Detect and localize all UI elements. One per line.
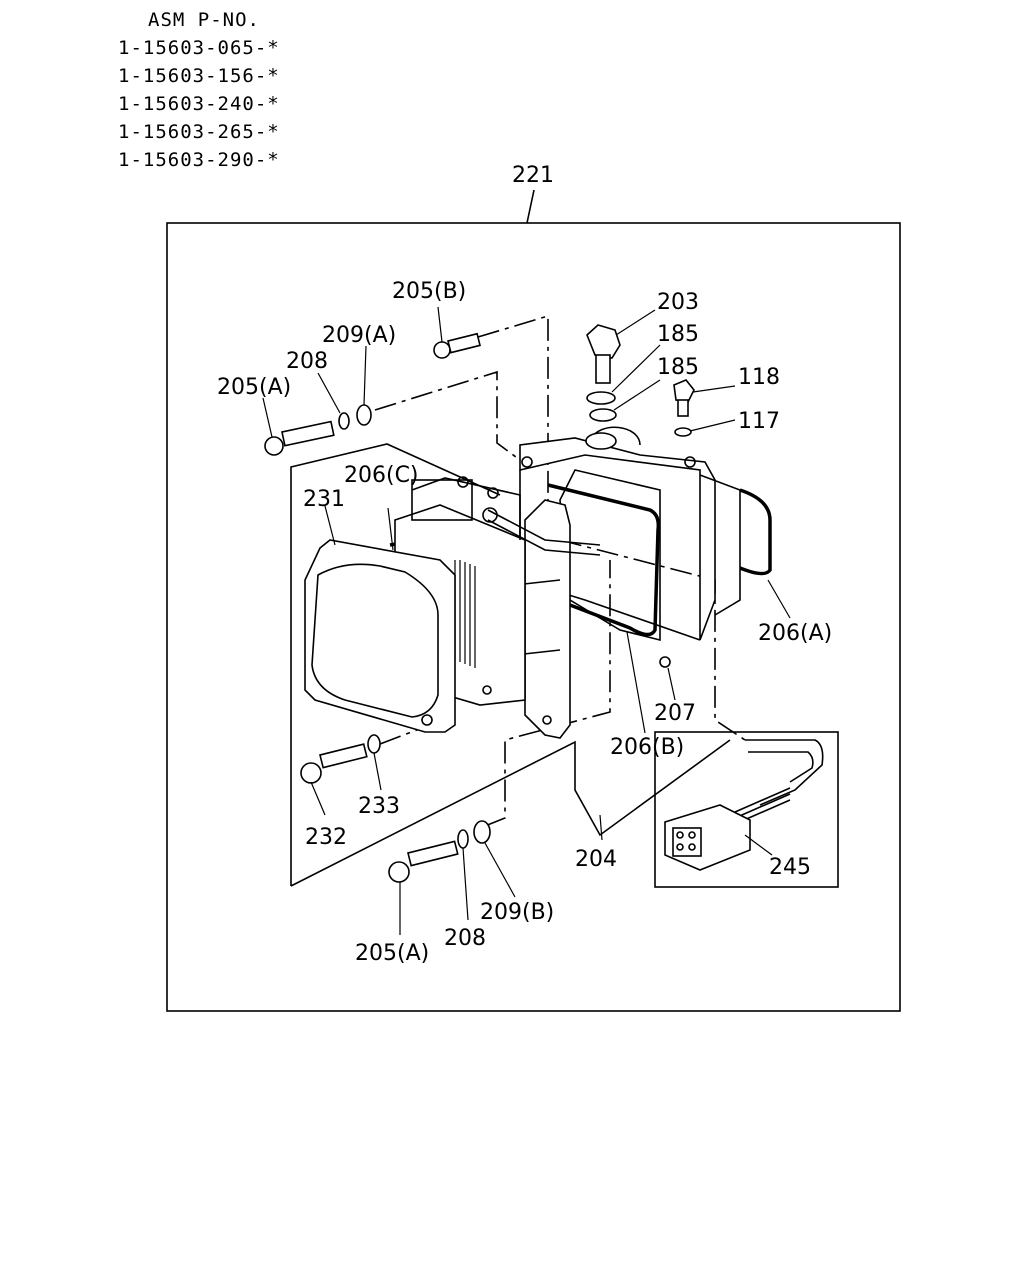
- washer-208-lower: [457, 829, 469, 849]
- part-number-1: 1-15603-065-*: [118, 37, 280, 59]
- connector-inset-frame: [654, 731, 839, 888]
- callout-245: 245: [769, 855, 811, 880]
- bolt-232: [300, 743, 368, 784]
- callout-205a-lower: 205(A): [355, 941, 429, 966]
- part-number-3: 1-15603-240-*: [118, 93, 280, 115]
- bolt-205b: [433, 332, 481, 359]
- middle-plate: [514, 499, 571, 739]
- harness-connector-245: [664, 739, 824, 871]
- callout-206a: 206(A): [758, 621, 832, 646]
- bolt-205a-upper: [264, 420, 335, 456]
- leader-lines: [262, 306, 791, 935]
- callout-233: 233: [358, 794, 400, 819]
- callout-208-upper: 208: [286, 349, 328, 374]
- callout-209b: 209(B): [480, 900, 554, 925]
- washer-209a: [356, 404, 372, 426]
- callout-231: 231: [303, 487, 345, 512]
- callout-203: 203: [657, 290, 699, 315]
- callout-209a: 209(A): [322, 323, 396, 348]
- bolt-205a-lower: [388, 840, 459, 883]
- washer-117: [674, 427, 692, 437]
- banjo-bolt-203: [585, 324, 621, 450]
- gasket-206b: [547, 483, 661, 637]
- callout-204: 204: [575, 847, 617, 872]
- gasket-206a: [739, 488, 772, 576]
- callout-208-lower: 208: [444, 926, 486, 951]
- callout-205b: 205(B): [392, 279, 466, 304]
- washer-233: [367, 734, 381, 754]
- callout-118: 118: [738, 365, 780, 390]
- part-number-2: 1-15603-156-*: [118, 65, 280, 87]
- cover-231: [304, 539, 456, 733]
- screw-118: [673, 379, 695, 437]
- washer-209b: [473, 820, 491, 844]
- callout-206b: 206(B): [610, 735, 684, 760]
- part-number-5: 1-15603-290-*: [118, 149, 280, 171]
- centerline-209a: [374, 370, 521, 461]
- callout-205a-upper: 205(A): [217, 375, 291, 400]
- washer-185-lower: [589, 408, 617, 422]
- leader-221: [526, 189, 535, 224]
- centerline-205b: [477, 314, 549, 500]
- asm-title: ASM P-NO.: [148, 9, 260, 31]
- callout-117: 117: [738, 409, 780, 434]
- callout-206c: 206(C): [344, 463, 419, 488]
- callout-232: 232: [305, 825, 347, 850]
- washer-185-upper: [586, 391, 616, 405]
- callout-221: 221: [512, 163, 554, 188]
- washer-208-upper: [338, 412, 350, 430]
- subassembly-frame: [290, 443, 501, 886]
- centerline-harness: [559, 539, 746, 741]
- centerline-209b: [484, 560, 611, 827]
- subassembly-frame-lower: [290, 739, 731, 887]
- callout-185-upper: 185: [657, 322, 699, 347]
- callout-207: 207: [654, 701, 696, 726]
- assembly-part-number-header: ASM P-NO. 1-15603-065-* 1-15603-156-* 1-…: [118, 6, 280, 174]
- callout-185-lower: 185: [657, 355, 699, 380]
- part-number-4: 1-15603-265-*: [118, 121, 280, 143]
- assembly-frame: [166, 222, 901, 1012]
